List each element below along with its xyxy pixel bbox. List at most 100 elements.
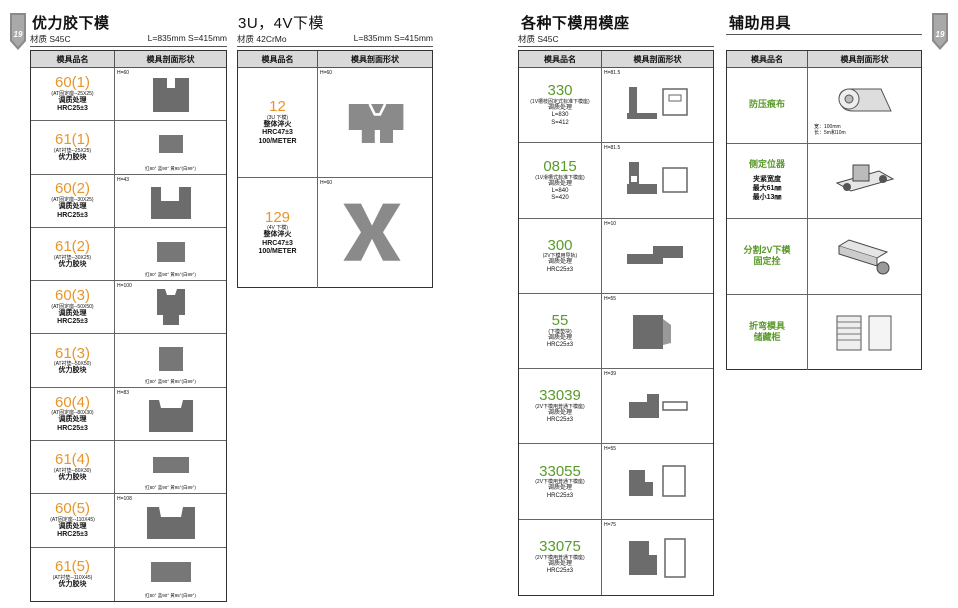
die-name-cell: 12 (3U 下模) 整体淬火 HRC47±3 100/METER: [238, 68, 318, 177]
die-treatment: 调质处理: [58, 416, 87, 424]
section2-material: 材质 42CrMo: [237, 34, 287, 44]
die-treatment: 调质处理: [547, 485, 572, 492]
section1-dims: L=835mm S=415mm: [147, 33, 227, 43]
tool-name: 分割2V下模: [743, 244, 791, 255]
die-profile: [146, 506, 195, 539]
die-profile: [152, 78, 189, 113]
table-row: 33055 (2V下模用普通下模座) 调质处理 HRC25±3 H=55: [519, 444, 713, 520]
die-line2: L=840: [551, 187, 569, 194]
die-shape-cell: H=10: [602, 219, 713, 293]
die-profile: [158, 346, 183, 371]
die-sub: (1V滑槽式标准下模座): [535, 174, 585, 181]
die-profile: [626, 245, 683, 264]
tool-picture-cell: [808, 219, 921, 294]
die-treatment: 优力胶块: [58, 473, 87, 481]
die-code: 0815: [543, 157, 577, 175]
die-profile: [628, 464, 686, 497]
tool-name-line2: 固定拴: [753, 256, 781, 267]
die-treatment: 调质处理: [547, 180, 572, 187]
die-name-cell: 61(4) (AT衬垫--80X30) 优力胶块: [31, 441, 115, 494]
die-line2: HRC25±3: [546, 492, 574, 499]
header-name: 模具品名: [727, 51, 808, 67]
die-sub: (AT固定座--80X30): [51, 410, 94, 417]
tool-name-cell: 分割2V下模固定拴: [727, 219, 808, 294]
die-treatment: 整体淬火: [263, 231, 292, 239]
die-name-cell: 0815 (1V滑槽式标准下模座) 调质处理 L=840 S=420: [519, 143, 602, 218]
section2-subtitle: 材质 42CrMo L=835mm S=415mm: [237, 33, 433, 47]
die-shape-cell: H=108: [115, 494, 226, 546]
die-hardness: HRC47±3: [262, 239, 293, 247]
die-sub: (4V 下模): [267, 225, 288, 232]
die-profile: [626, 162, 688, 195]
die-treatment: 调质处理: [547, 561, 572, 568]
die-sub: (2V下模用导轨): [542, 253, 578, 260]
table-header: 模具品名 模具剖面形状: [727, 51, 921, 68]
die-line2: HRC25±3: [546, 266, 574, 273]
table-row: 300 (2V下模用导轨) 调质处理 HRC25±3 H=10: [519, 218, 713, 294]
die-sub: (AT固定座--30X25): [51, 197, 94, 204]
die-price: 100/METER: [258, 248, 297, 256]
die-shape-cell: 红80° 蓝90° 黄95°(白99°): [115, 441, 226, 493]
header-shape: 模具剖面形状: [840, 54, 889, 64]
die-treatment: 调质处理: [58, 203, 87, 211]
die-shape-cell: H=81.5: [602, 68, 713, 142]
die-height-label: H=108: [117, 496, 132, 503]
section1-table: 模具品名 模具剖面形状 60(1) (AT固定座--25X25) 调质处理 HR…: [30, 50, 227, 602]
die-code: 60(2): [54, 180, 91, 198]
die-line3: S=412: [551, 119, 569, 126]
die-line2: HRC25±3: [546, 341, 574, 348]
die-shape-cell: H=60: [115, 68, 226, 120]
die-name-cell: 33075 (2V下模用普通下模座) 调质处理 HRC25±3: [519, 519, 602, 596]
die-shape-cell: 红80° 蓝90° 黄95°(白99°): [115, 334, 226, 386]
tool-name-line2: 储藏柜: [753, 332, 781, 343]
page-tab-left-icon: [10, 13, 26, 50]
die-code: 33055: [539, 462, 581, 480]
die-hardness: HRC25±3: [57, 531, 88, 539]
table-row: 61(3) (AT衬垫--50X50) 优力胶块 红80° 蓝90° 黄95°(…: [31, 334, 226, 388]
die-profile: [152, 457, 189, 474]
die-profile: [156, 242, 185, 263]
section3-title: 各种下模用模座: [521, 15, 630, 32]
die-code: 60(4): [54, 393, 91, 411]
table-row: 0815 (1V滑槽式标准下模座) 调质处理 L=840 S=420 H=81.…: [519, 143, 713, 219]
table-row: 33075 (2V下模用普通下模座) 调质处理 HRC25±3 H=75: [519, 519, 713, 596]
die-profile: [156, 289, 185, 326]
section2-title: 3U，4V下模: [238, 15, 325, 32]
die-profile: [632, 315, 671, 350]
header-shape: 模具剖面形状: [146, 54, 195, 64]
die-treatment: 调质处理: [58, 523, 87, 530]
die-name-cell: 60(3) (AT固定座--50X50) 调质处理 HRC25±3: [31, 281, 115, 334]
die-height-label: H=60: [320, 70, 333, 76]
die-profile: [628, 538, 686, 579]
header-name: 模具品名: [238, 51, 318, 67]
die-shape-cell: H=60: [318, 68, 432, 177]
tool-name: 防压痕布: [748, 99, 785, 110]
die-treatment: 调质处理: [58, 309, 87, 317]
die-code: 61(4): [54, 451, 91, 469]
header-shape: 模具剖面形状: [633, 54, 682, 64]
die-treatment: 调质处理: [547, 105, 572, 112]
die-code: 60(5): [54, 500, 91, 518]
section2-dims: L=835mm S=415mm: [353, 33, 433, 43]
die-sub: (AT衬垫--30X25): [53, 254, 92, 261]
die-code: 33039: [539, 387, 581, 405]
die-height-label: H=55: [604, 446, 617, 453]
table-row: 防压痕布 宽：100mm 长：5m和10m: [727, 68, 921, 144]
die-shape-cell: H=75: [602, 520, 713, 595]
table-row: 61(2) (AT衬垫--30X25) 优力胶块 红80° 蓝90° 黄95°(…: [31, 227, 226, 282]
table-row: 33039 (2V下模用普通下模座) 调质处理 HRC25±3 H=39: [519, 369, 713, 445]
table-row: 60(2) (AT固定座--30X25) 调质处理 HRC25±3 H=43: [31, 174, 226, 228]
die-height-label: H=60: [320, 180, 333, 186]
die-name-cell: 60(1) (AT固定座--25X25) 调质处理 HRC25±3: [31, 68, 115, 121]
table-row: 60(5) (AT固定座--110X45) 调质处理 HRC25±3 H=108: [31, 494, 226, 548]
die-profile: [348, 102, 404, 143]
table-row: 330 (1V槽枝固定式标准下模座) 调质处理 L=830 S=412 H=81…: [519, 68, 713, 144]
die-hardness-note: 红80° 蓝90° 黄95°(白99°): [145, 485, 196, 491]
die-hardness: HRC25±3: [57, 105, 88, 113]
die-shape-cell: 红80° 蓝90° 黄95°(白99°): [115, 121, 226, 173]
table-row: 61(5) (AT衬垫--110X45) 优力胶块 红80° 蓝90° 黄95°…: [31, 547, 226, 601]
die-treatment: 调质处理: [58, 96, 87, 104]
die-height-label: H=83: [117, 389, 130, 396]
die-name-cell: 61(2) (AT衬垫--30X25) 优力胶块: [31, 227, 115, 281]
table-row: 60(3) (AT固定座--50X50) 调质处理 HRC25±3 H=100: [31, 281, 226, 335]
